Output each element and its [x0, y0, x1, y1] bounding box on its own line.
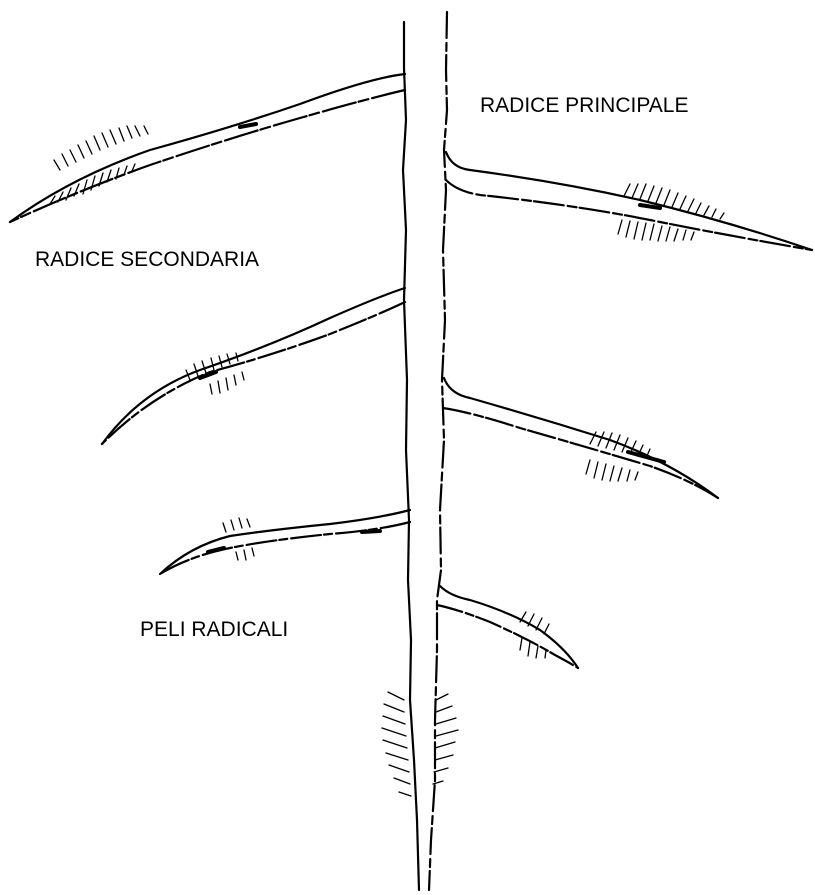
main-root-label: RADICE PRINCIPALE	[480, 94, 689, 117]
secondary-root-label: RADICE SECONDARIA	[35, 248, 259, 271]
root-hairs-label: PELI RADICALI	[140, 618, 288, 641]
root-hairs-upper-left	[50, 126, 148, 204]
root-hairs-lower-right	[520, 612, 549, 658]
root-hairs-main-tip	[382, 692, 458, 796]
branch-roots	[10, 74, 812, 668]
root-hairs-lower-left	[223, 518, 254, 560]
root-hairs	[50, 126, 724, 796]
root-hairs-upper-right	[618, 184, 724, 241]
